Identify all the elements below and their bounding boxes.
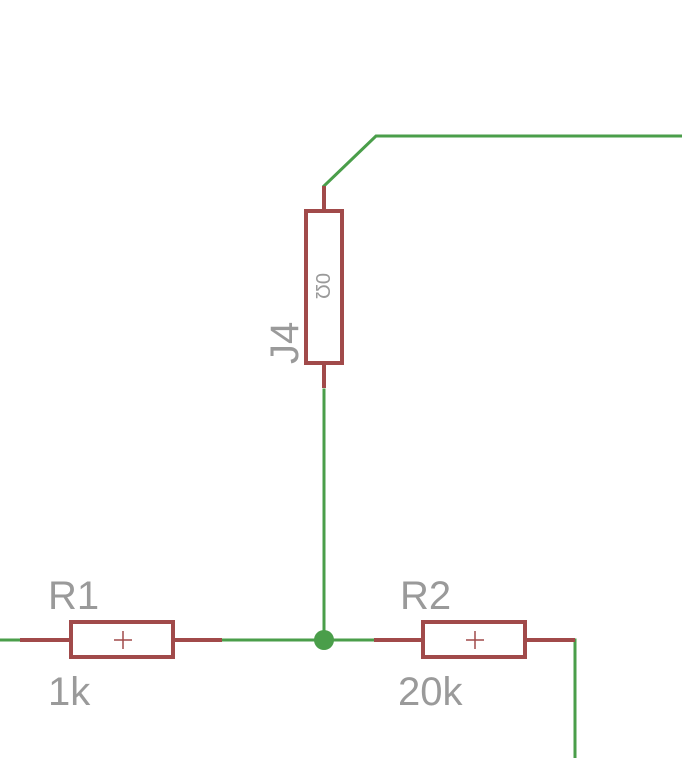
part-r1[interactable] (20, 620, 222, 659)
j4-name-label: J4 (263, 322, 307, 364)
part-j4[interactable] (304, 186, 344, 388)
net-top-wire[interactable] (321, 134, 682, 189)
r1-name-label: R1 (48, 574, 99, 618)
r2-value-label: 20k (398, 670, 463, 714)
r1-value-label: 1k (48, 670, 91, 714)
nets (0, 134, 682, 758)
part-r2[interactable] (374, 620, 575, 659)
junction-dot[interactable] (314, 630, 334, 650)
r2-name-label: R2 (400, 574, 451, 618)
j4-value-label: 0Ω (311, 273, 333, 299)
